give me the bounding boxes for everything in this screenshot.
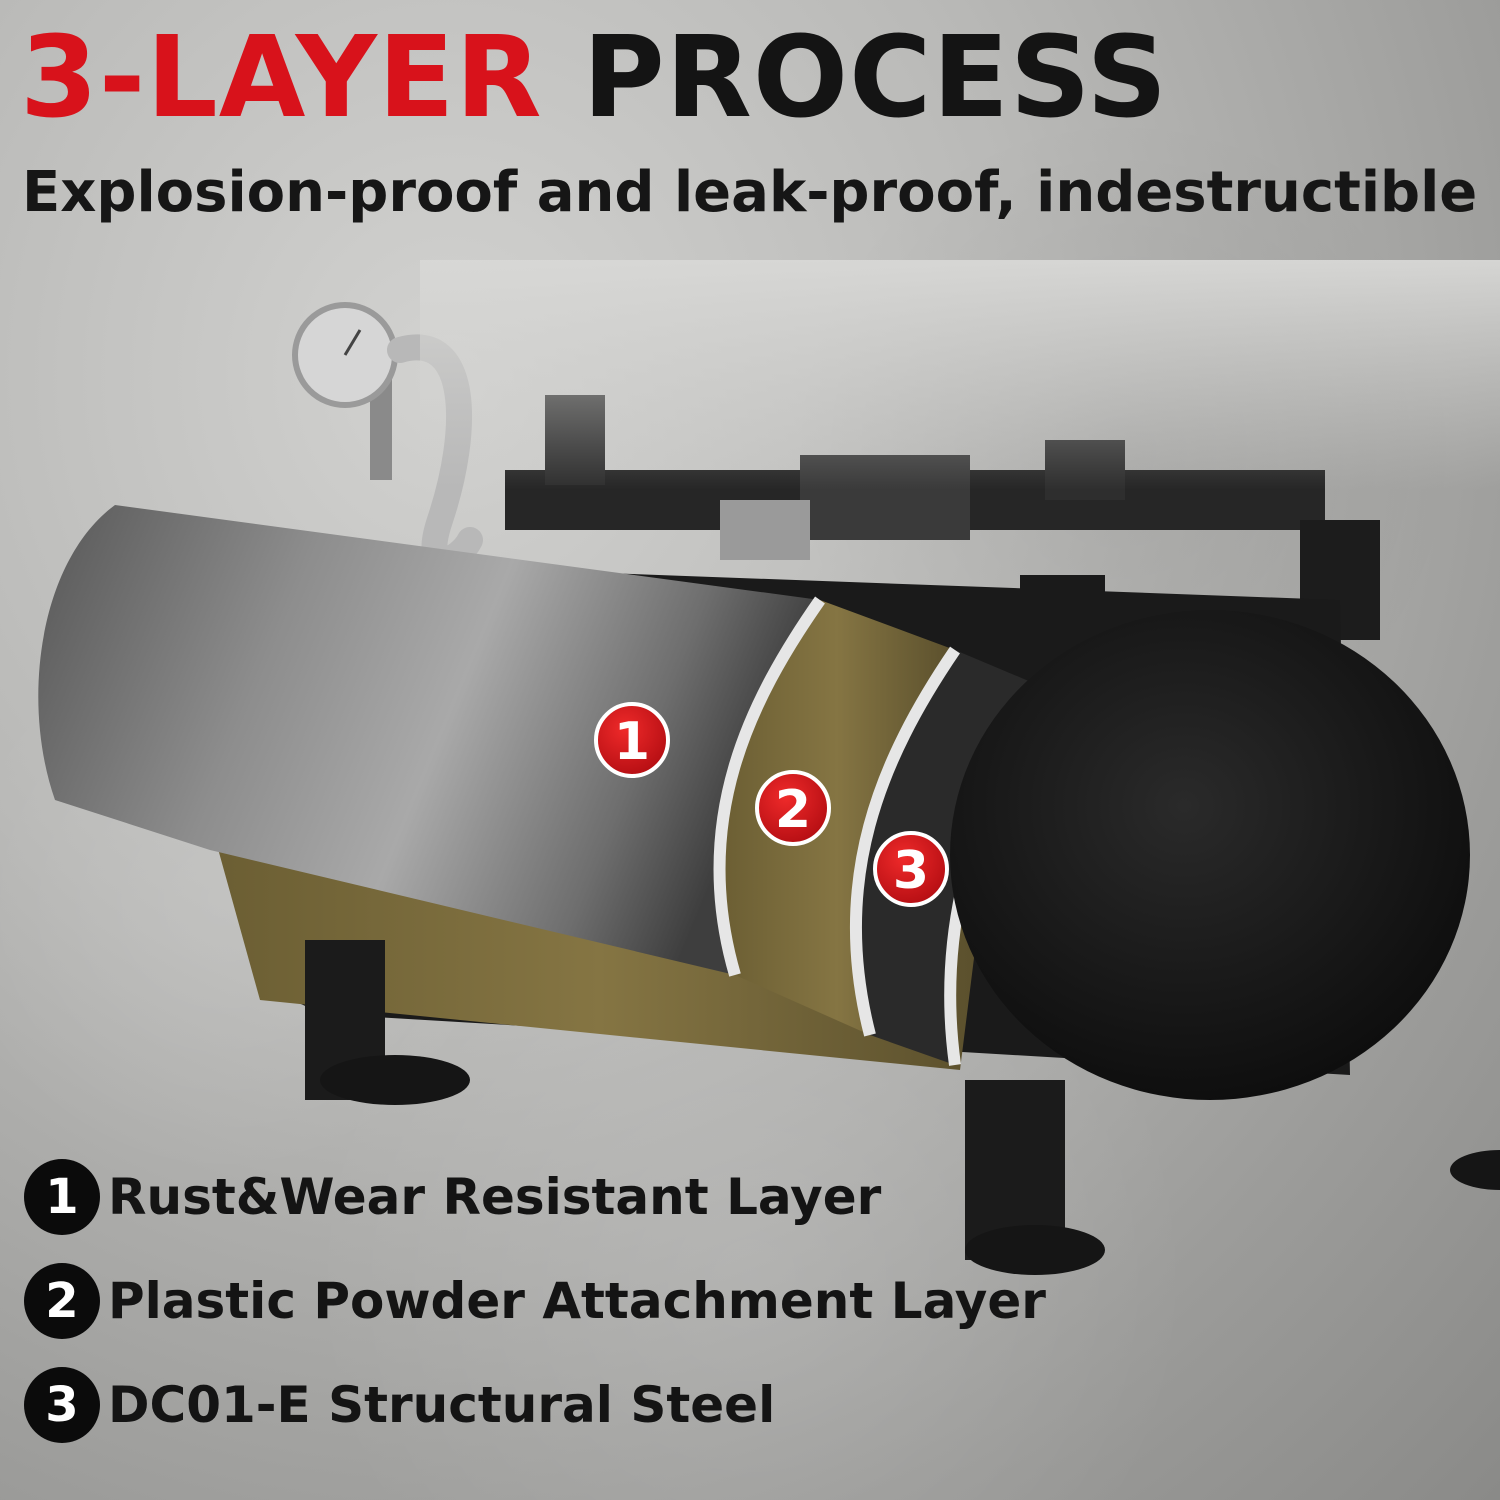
svg-text:3: 3 [893,841,929,901]
pressure-gauge-icon [292,302,398,480]
headline-rest: PROCESS [582,13,1169,143]
headline-accent: 3-LAYER [20,13,543,143]
legend-number-1: 1 [24,1159,100,1235]
callout-badge-3: 3 [873,831,949,907]
tank-end-cap [950,610,1470,1100]
legend-label-2: Plastic Powder Attachment Layer [108,1272,1046,1330]
rust-wear-layer [38,505,820,975]
legend-item-1: 1 Rust&Wear Resistant Layer [24,1159,1224,1235]
legend-label-1: Rust&Wear Resistant Layer [108,1168,882,1226]
legend-number-3: 3 [24,1367,100,1443]
rubber-feet [305,940,1500,1275]
legend-label-3: DC01-E Structural Steel [108,1376,776,1434]
headline: 3-LAYER PROCESS [20,22,1168,134]
subheadline: Explosion-proof and leak-proof, indestru… [22,160,1478,225]
callout-badge-2: 2 [755,770,831,846]
svg-text:2: 2 [775,780,811,840]
powder-layer-cutaway [719,600,955,1035]
legend-item-2: 2 Plastic Powder Attachment Layer [24,1263,1224,1339]
legend-item-3: 3 DC01-E Structural Steel [24,1367,1224,1443]
callout-badge-1: 1 [594,702,670,778]
svg-text:1: 1 [614,712,650,772]
legend-number-2: 2 [24,1263,100,1339]
layer-legend: 1 Rust&Wear Resistant Layer 2 Plastic Po… [24,1159,1224,1472]
